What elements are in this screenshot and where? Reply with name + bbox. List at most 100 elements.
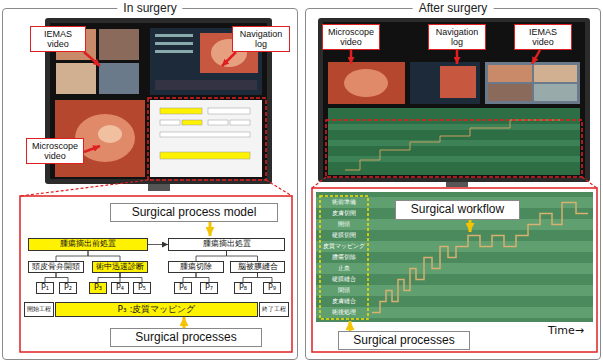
node-text: 腫瘍切除 xyxy=(180,263,212,272)
axis-label: 術後処理 xyxy=(332,309,356,316)
mini-process-model xyxy=(230,120,250,125)
process-leaf: P₆ xyxy=(174,282,192,294)
pointer-arrow xyxy=(350,220,470,331)
node-text: 頭皮骨弁開頭 xyxy=(32,263,80,272)
callout-box: IEMAS video xyxy=(30,26,86,52)
node-text: Surgical workflow xyxy=(411,203,504,216)
node-text: Navigation log xyxy=(235,29,287,49)
panel-heading: In surgery xyxy=(117,1,182,16)
node-text: P₉ xyxy=(268,284,276,293)
workflow-chart xyxy=(316,192,593,322)
zoom-indicator xyxy=(326,120,582,177)
process-leaf: P₃ xyxy=(89,282,107,294)
node-text: P₈ xyxy=(239,284,247,293)
right-zoom-frame xyxy=(312,188,597,352)
callout-box: Microscope video xyxy=(322,24,380,50)
callout-arrow xyxy=(84,146,100,152)
node-text: Microscope video xyxy=(325,27,377,47)
left-zoom-frame xyxy=(20,196,292,352)
axis-label: 硬膜切開 xyxy=(321,230,367,241)
axis-label: 皮質マッピング xyxy=(323,243,365,250)
mini-process-model xyxy=(208,108,250,114)
workflow-chart xyxy=(316,285,593,296)
zoom-indicator xyxy=(312,177,326,188)
mini-process-model xyxy=(150,100,262,177)
process-box: 頭皮骨弁開頭 xyxy=(28,261,84,273)
axis-label: 開頭 xyxy=(338,221,350,228)
tree-connector xyxy=(45,273,56,282)
zoom-indicator xyxy=(582,177,597,188)
process-bar: P₃ :皮質マッピング xyxy=(55,302,258,317)
microscope-video xyxy=(75,114,135,162)
zoom-indicator xyxy=(148,98,266,180)
right-monitor xyxy=(318,18,590,182)
right-monitor xyxy=(410,62,480,104)
process-box: 腫瘍摘出前処置 xyxy=(28,238,148,251)
right-monitor xyxy=(328,108,580,175)
right-monitor xyxy=(440,66,476,98)
node-text: Surgical processes xyxy=(353,334,454,347)
microscope-video xyxy=(98,125,122,143)
right-monitor xyxy=(318,18,590,187)
process-leaf: P₁ xyxy=(36,282,54,294)
tree-connector xyxy=(148,244,168,245)
node-text: P₅ xyxy=(138,284,146,293)
axis-label: 腫瘍切除 xyxy=(332,254,356,261)
left-zoom-frame xyxy=(20,196,292,352)
process-leaf: P₅ xyxy=(133,282,151,294)
process-leaf: P₈ xyxy=(234,282,252,294)
pointer-arrow xyxy=(349,321,352,331)
node-text: P₂ xyxy=(64,284,72,293)
node-text: P₃ :皮質マッピング xyxy=(118,304,196,314)
node-text: Navigation log xyxy=(431,27,483,47)
right-monitor xyxy=(345,120,560,170)
process-leaf: P₄ xyxy=(111,282,129,294)
node-text: P₆ xyxy=(179,284,187,293)
tree-connector xyxy=(196,251,227,261)
navigation-screen xyxy=(155,80,257,90)
right-monitor xyxy=(485,62,580,104)
mini-process-model xyxy=(160,132,250,137)
right-monitor xyxy=(488,84,532,101)
axis-title: Time→ xyxy=(538,324,594,338)
navigation-screen xyxy=(155,34,193,37)
right-monitor xyxy=(534,84,577,101)
pointer-arrow xyxy=(183,317,186,328)
label-box: Surgical processes xyxy=(110,328,262,347)
process-leaf: P₇ xyxy=(200,282,218,294)
node-text: P₇ xyxy=(205,284,213,293)
callout-arrow xyxy=(222,52,236,66)
panel-frame: After surgeryMicroscope videoNavigation … xyxy=(305,8,601,360)
axis-label: 硬膜縫合 xyxy=(332,276,356,283)
tree-connector xyxy=(243,273,258,282)
mini-process-model xyxy=(160,108,202,114)
node-text: 開始工程 xyxy=(27,306,51,313)
tree-connector xyxy=(258,273,273,282)
process-box: 開始工程 xyxy=(24,302,54,317)
callout-box: IEMAS video xyxy=(514,24,572,50)
axis-label: 皮質マッピング xyxy=(321,241,367,252)
node-text: P₁ xyxy=(41,284,49,293)
right-monitor xyxy=(534,65,577,82)
tree-connector xyxy=(56,251,88,261)
zoom-indicator xyxy=(20,180,148,196)
mini-process-model xyxy=(208,120,228,125)
tree-connector xyxy=(227,251,258,261)
label-box: Surgical processes xyxy=(338,331,470,350)
iemas-video-thumbs xyxy=(56,63,96,94)
axis-label: 皮膚切開 xyxy=(321,208,367,219)
tree-connector xyxy=(88,251,120,261)
axis-label: 開頭 xyxy=(321,219,367,230)
axis-label: 術前準備 xyxy=(321,197,367,208)
workflow-chart xyxy=(316,263,593,274)
mini-process-model xyxy=(150,100,262,177)
label-box: Surgical process model xyxy=(110,203,278,222)
workflow-chart xyxy=(316,307,593,318)
callout-box: Navigation log xyxy=(232,26,290,52)
axis-label: 皮膚切開 xyxy=(332,210,356,217)
label-box: Surgical workflow xyxy=(395,200,520,220)
right-monitor xyxy=(328,156,580,162)
callout-arrow xyxy=(350,50,353,64)
tree-connector xyxy=(183,273,196,282)
axis-label: 皮膚縫合 xyxy=(332,298,356,305)
